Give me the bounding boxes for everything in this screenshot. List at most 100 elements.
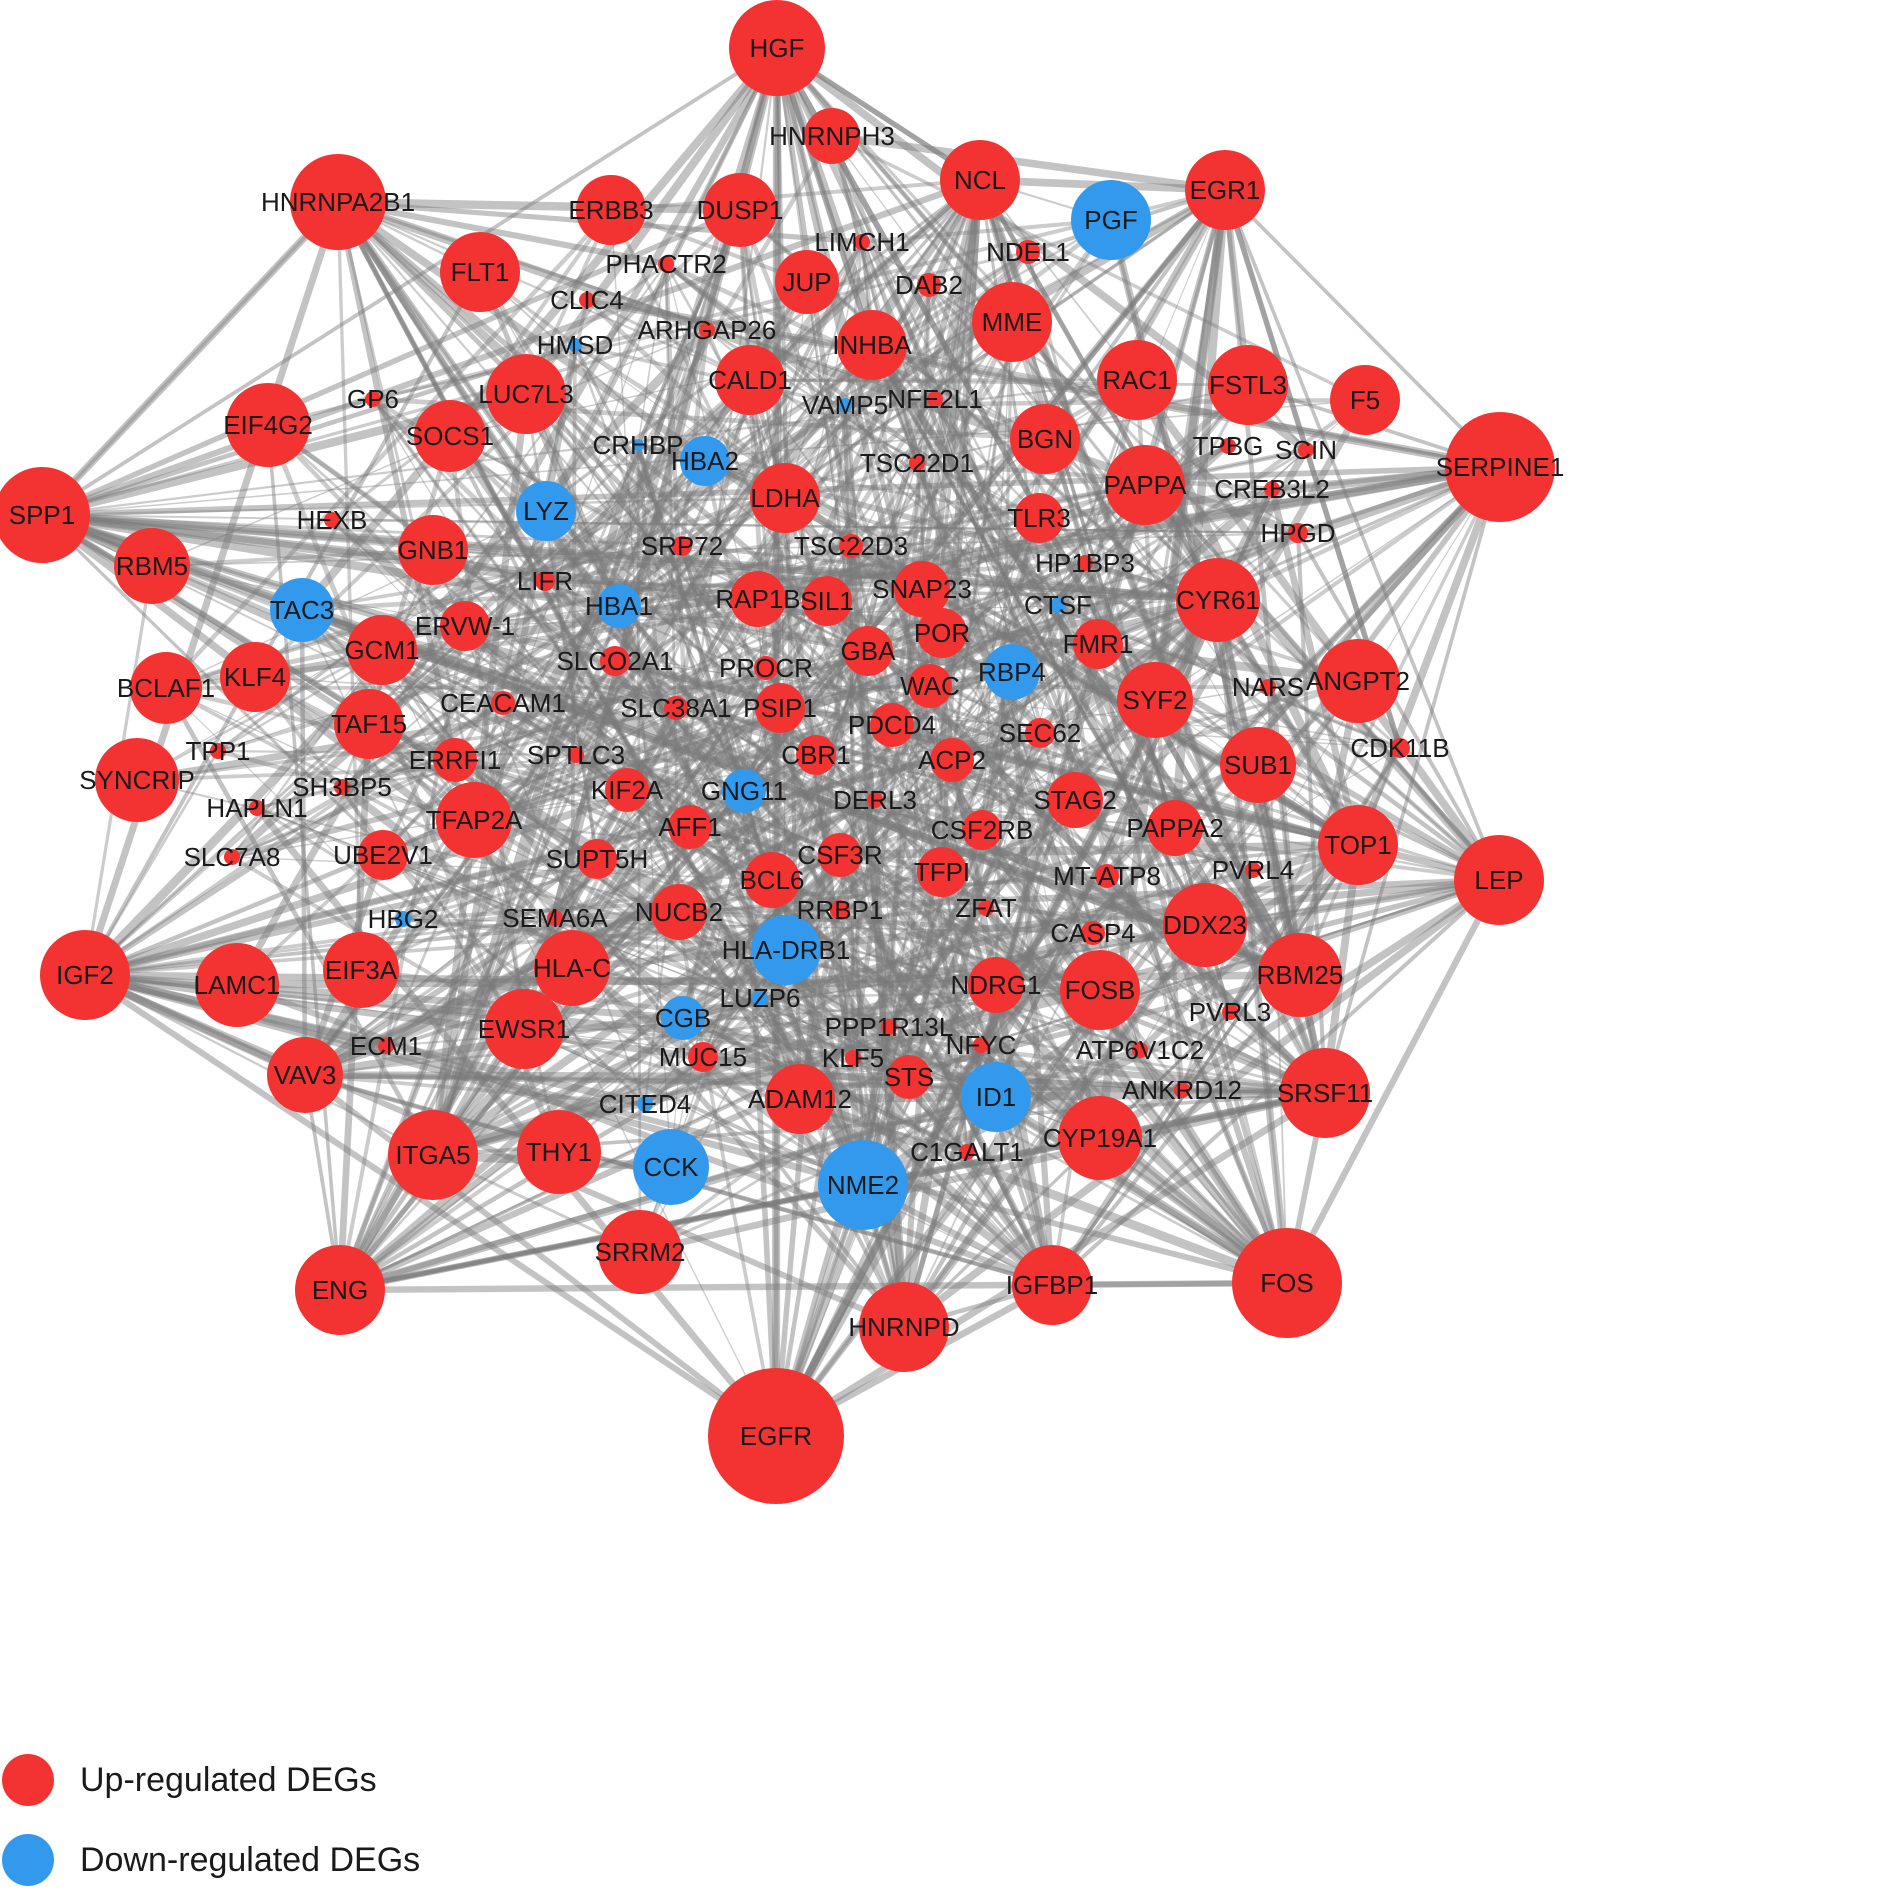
legend: Up-regulated DEGs Down-regulated DEGs <box>0 1720 600 1890</box>
node-sec62 <box>1025 718 1055 748</box>
edge <box>964 379 1140 1153</box>
node-slc7a8 <box>224 849 240 865</box>
edge <box>678 911 910 1078</box>
node-pappa2 <box>1147 800 1203 856</box>
node-supt5h <box>577 839 617 879</box>
edge <box>151 548 434 568</box>
edge <box>303 908 681 1079</box>
node-label-eif4g2: EIF4G2 <box>223 410 313 440</box>
edge <box>301 560 1086 613</box>
edge <box>759 988 1101 1000</box>
node-ctsf <box>1050 597 1066 613</box>
node-luzp6 <box>752 990 768 1006</box>
edge <box>774 379 1139 1437</box>
node-label-kif2a: KIF2A <box>591 775 664 805</box>
edge <box>1133 377 1503 883</box>
edge <box>825 241 864 602</box>
node-pvrl4 <box>1245 862 1261 878</box>
edge <box>575 753 983 832</box>
node-ddx23 <box>1163 883 1247 967</box>
legend-label-down: Down-regulated DEGs <box>80 1840 421 1879</box>
edge <box>756 598 1289 1284</box>
node-lamc1 <box>195 943 279 1027</box>
edge <box>381 462 1502 860</box>
node-srp72 <box>672 536 692 556</box>
node-label-luzp6: LUZP6 <box>720 983 801 1013</box>
edge <box>772 598 1222 1438</box>
node-limch1 <box>854 234 870 250</box>
edge <box>1010 670 1177 830</box>
node-pappa <box>1105 445 1185 525</box>
edge <box>431 994 762 1159</box>
edge <box>625 788 1054 1287</box>
edge <box>995 747 1401 986</box>
node-label-cdk11b: CDK11B <box>1350 733 1449 763</box>
edge <box>702 460 866 1186</box>
edge <box>1050 973 1302 1287</box>
edge <box>981 321 1013 831</box>
node-label-pvrl3: PVRL3 <box>1189 997 1271 1027</box>
edge <box>571 965 982 1048</box>
node-label-cck: CCK <box>644 1152 700 1182</box>
node-label-nars: NARS <box>1232 672 1304 702</box>
node-label-adam12: ADAM12 <box>748 1084 852 1114</box>
edge <box>1008 671 1056 1286</box>
node-label-tpp1: TPP1 <box>185 736 250 766</box>
node-label-nme2: NME2 <box>827 1170 899 1200</box>
node-label-bgn: BGN <box>1017 424 1073 454</box>
node-spp1 <box>0 467 90 563</box>
node-hapln1 <box>249 800 265 816</box>
edge <box>574 344 786 499</box>
edge <box>217 749 577 757</box>
edge <box>522 45 781 397</box>
edge <box>675 631 943 710</box>
edge <box>1268 488 1362 846</box>
edge <box>304 588 923 1076</box>
legend-item-up: Up-regulated DEGs <box>0 1750 377 1810</box>
edge <box>891 384 1249 726</box>
node-label-ndel1: NDEL1 <box>986 237 1070 267</box>
edge <box>40 46 779 517</box>
node-label-angpt2: ANGPT2 <box>1306 666 1410 696</box>
edge <box>304 988 1101 1077</box>
edge <box>384 209 742 1047</box>
node-ncl <box>940 140 1020 220</box>
edge <box>826 398 936 602</box>
edge <box>165 687 404 920</box>
edge <box>1222 189 1303 976</box>
node-label-bclaf1: BCLAF1 <box>117 673 215 703</box>
node-sema6a <box>547 910 563 926</box>
edge <box>614 179 981 662</box>
node-itga5 <box>388 1110 478 1200</box>
edge <box>254 676 1401 749</box>
edge <box>372 398 616 662</box>
node-label-egfr: EGFR <box>740 1421 812 1451</box>
node-label-creb3l2: CREB3L2 <box>1214 474 1330 504</box>
edge <box>689 241 863 828</box>
node-hbg2 <box>395 911 411 927</box>
edge <box>41 512 923 592</box>
edge <box>558 531 1299 1154</box>
node-label-klf5: KLF5 <box>822 1043 884 1073</box>
edge <box>1043 437 1270 689</box>
edge <box>360 706 781 972</box>
edge <box>977 179 1290 1284</box>
edge <box>231 856 773 881</box>
edge <box>636 209 742 446</box>
edge <box>664 263 984 831</box>
node-pdcd4 <box>870 703 914 747</box>
edge <box>636 444 865 1186</box>
edge <box>799 972 1301 1102</box>
node-igfbp1 <box>1012 1245 1092 1325</box>
node-label-ube2v1: UBE2V1 <box>333 840 433 870</box>
edge <box>890 721 1360 849</box>
node-hpgd <box>1288 523 1308 543</box>
node-procr <box>754 656 778 680</box>
node-label-sts: STS <box>884 1062 935 1092</box>
edge <box>267 188 1226 427</box>
node-label-rap1b: RAP1B <box>715 584 800 614</box>
edge <box>773 179 983 1437</box>
node-label-arhgap26: ARHGAP26 <box>638 315 777 345</box>
node-label-clic4: CLIC4 <box>550 285 624 315</box>
node-phactr2 <box>658 256 674 272</box>
